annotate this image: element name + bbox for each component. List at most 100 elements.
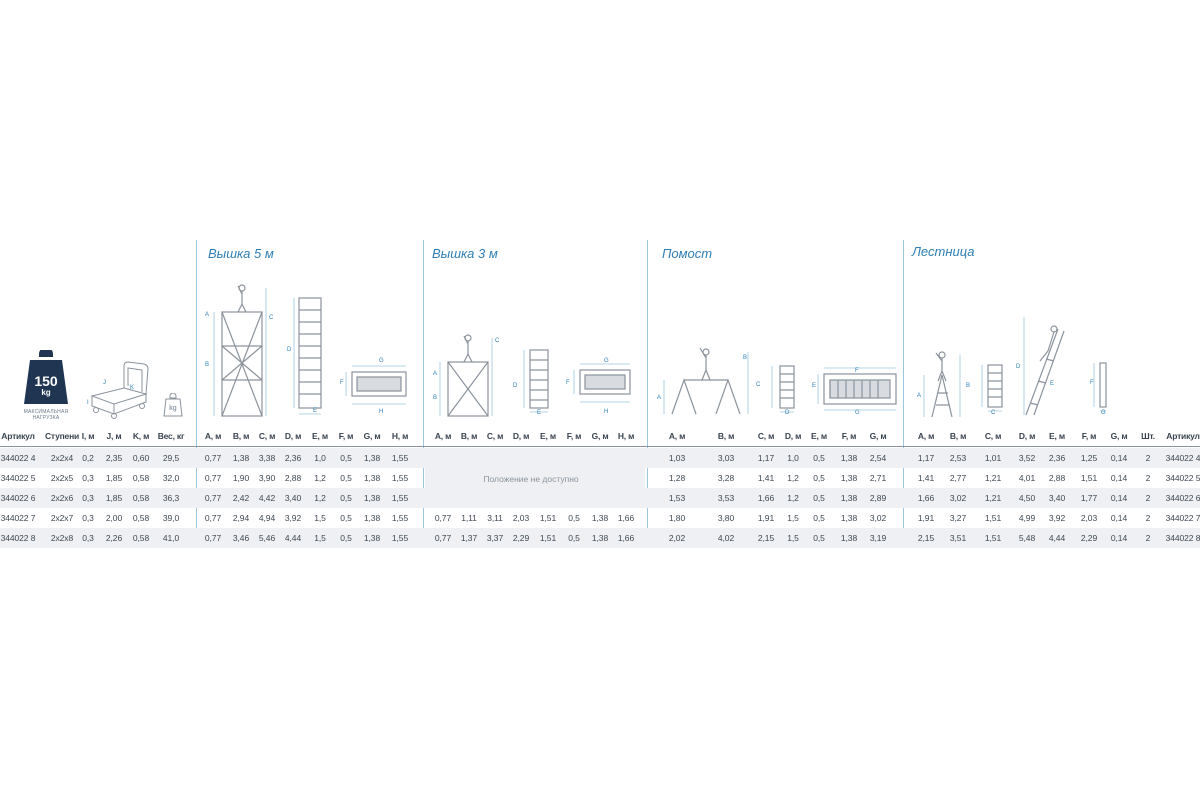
- header-base-4: K, м: [132, 431, 150, 441]
- header-ladder-8: Артикул: [1166, 431, 1200, 441]
- cell-ladder-1: 3,51: [949, 533, 967, 543]
- cart-label-k: K: [130, 385, 135, 391]
- cell-platform-6: 2,71: [869, 473, 887, 483]
- cell-ladder-2: 1,51: [984, 533, 1002, 543]
- tower5-label-h: H: [379, 409, 384, 415]
- cell-ladder-4: 3,40: [1048, 493, 1066, 503]
- cell-platform-3: 1,2: [787, 473, 799, 483]
- cell-tower3-7: 1,66: [617, 513, 635, 523]
- cell-platform-1: 3,53: [717, 493, 735, 503]
- cell-platform-3: 1,5: [787, 513, 799, 523]
- cell-ladder-2: 1,21: [984, 473, 1002, 483]
- cell-ladder-6: 0,14: [1110, 513, 1128, 523]
- cell-base-4: 0,58: [132, 493, 150, 503]
- small-weight-icon: [163, 393, 183, 417]
- cell-ladder-1: 2,77: [949, 473, 967, 483]
- cell-base-0: 344022 8: [0, 533, 36, 543]
- header-tower5-3: D, м: [284, 431, 302, 441]
- ladder-label-b: B: [966, 383, 971, 389]
- tower3-label-f: F: [566, 380, 570, 386]
- header-tower3-1: B, м: [460, 431, 478, 441]
- header-tower5-7: H, м: [391, 431, 409, 441]
- cell-ladder-5: 2,29: [1080, 533, 1098, 543]
- cell-base-2: 0,3: [82, 473, 94, 483]
- cell-ladder-7: 2: [1145, 453, 1151, 463]
- cell-tower3-6: 1,38: [591, 513, 609, 523]
- header-tower3-4: E, м: [540, 431, 556, 441]
- cell-platform-1: 4,02: [717, 533, 735, 543]
- cell-ladder-5: 1,77: [1080, 493, 1098, 503]
- header-ladder-0: A, м: [917, 431, 935, 441]
- cell-tower5-1: 1,38: [232, 453, 250, 463]
- tower3-label-c: C: [495, 338, 500, 344]
- cell-platform-6: 2,89: [869, 493, 887, 503]
- header-tower5-0: A, м: [204, 431, 222, 441]
- cell-platform-6: 3,02: [869, 513, 887, 523]
- cell-tower5-4: 1,2: [314, 473, 326, 483]
- header-base-3: J, м: [106, 431, 122, 441]
- weight-badge-unit: kg: [41, 388, 51, 397]
- tower5-diagram-icon: [213, 284, 407, 417]
- cell-tower5-3: 2,36: [284, 453, 302, 463]
- cell-tower5-1: 2,94: [232, 513, 250, 523]
- cell-tower5-3: 2,88: [284, 473, 302, 483]
- cell-ladder-4: 2,88: [1048, 473, 1066, 483]
- cart-label-j: J: [103, 380, 106, 386]
- tower3-label-h: H: [604, 409, 609, 415]
- cart-diagram-icon: [90, 361, 149, 419]
- cell-tower5-6: 1,38: [363, 453, 381, 463]
- cart-label-i: I: [87, 400, 89, 406]
- cell-platform-5: 1,38: [840, 513, 858, 523]
- cell-tower5-6: 1,38: [363, 473, 381, 483]
- cell-base-0: 344022 7: [0, 513, 36, 523]
- cell-ladder-3: 4,99: [1018, 513, 1036, 523]
- cell-tower5-2: 3,90: [258, 473, 276, 483]
- cell-base-2: 0,3: [82, 513, 94, 523]
- cell-platform-5: 1,38: [840, 473, 858, 483]
- cell-tower5-2: 4,42: [258, 493, 276, 503]
- cell-platform-2: 1,91: [757, 513, 775, 523]
- cell-tower3-5: 0,5: [568, 513, 580, 523]
- section-title-tower3: Вышка 3 м: [432, 246, 498, 261]
- cell-base-5: 39,0: [162, 513, 180, 523]
- ladder-label-a: A: [917, 393, 922, 399]
- cell-base-0: 344022 4: [0, 453, 36, 463]
- cell-tower5-1: 2,42: [232, 493, 250, 503]
- cell-tower5-4: 1,2: [314, 493, 326, 503]
- cell-ladder-5: 1,25: [1080, 453, 1098, 463]
- cell-tower5-2: 5,46: [258, 533, 276, 543]
- header-tower5-4: E, м: [312, 431, 328, 441]
- cell-tower5-2: 3,38: [258, 453, 276, 463]
- cell-base-4: 0,58: [132, 473, 150, 483]
- cell-base-5: 41,0: [162, 533, 180, 543]
- header-platform-5: F, м: [841, 431, 857, 441]
- cell-ladder-0: 1,41: [917, 473, 935, 483]
- small-weight-unit: kg: [169, 405, 177, 412]
- cell-tower5-4: 1,0: [314, 453, 326, 463]
- header-ladder-6: G, м: [1110, 431, 1128, 441]
- header-ladder-3: D, м: [1018, 431, 1036, 441]
- cell-platform-6: 3,19: [869, 533, 887, 543]
- cell-tower5-0: 0,77: [204, 533, 222, 543]
- platform-label-g: G: [855, 410, 860, 416]
- cell-platform-5: 1,38: [840, 493, 858, 503]
- ladder-label-g: G: [1101, 410, 1106, 416]
- cell-platform-5: 1,38: [840, 533, 858, 543]
- header-tower3-2: C, м: [486, 431, 504, 441]
- cell-base-2: 0,3: [82, 493, 94, 503]
- cell-ladder-1: 3,02: [949, 493, 967, 503]
- header-tower3-5: F, м: [566, 431, 582, 441]
- cell-tower5-4: 1,5: [314, 513, 326, 523]
- weight-badge-icon: [24, 350, 68, 404]
- cell-tower3-0: 0,77: [434, 513, 452, 523]
- cell-base-5: 36,3: [162, 493, 180, 503]
- section-title-ladder: Лестница: [912, 244, 975, 259]
- header-platform-4: E, м: [811, 431, 827, 441]
- cell-base-1: 2х2х5: [50, 473, 74, 483]
- header-platform-2: C, м: [757, 431, 775, 441]
- cell-tower5-1: 1,90: [232, 473, 250, 483]
- cell-base-4: 0,60: [132, 453, 150, 463]
- tower3-label-a: A: [433, 371, 438, 377]
- tower5-label-g: G: [379, 358, 384, 364]
- cell-platform-0: 1,03: [668, 453, 686, 463]
